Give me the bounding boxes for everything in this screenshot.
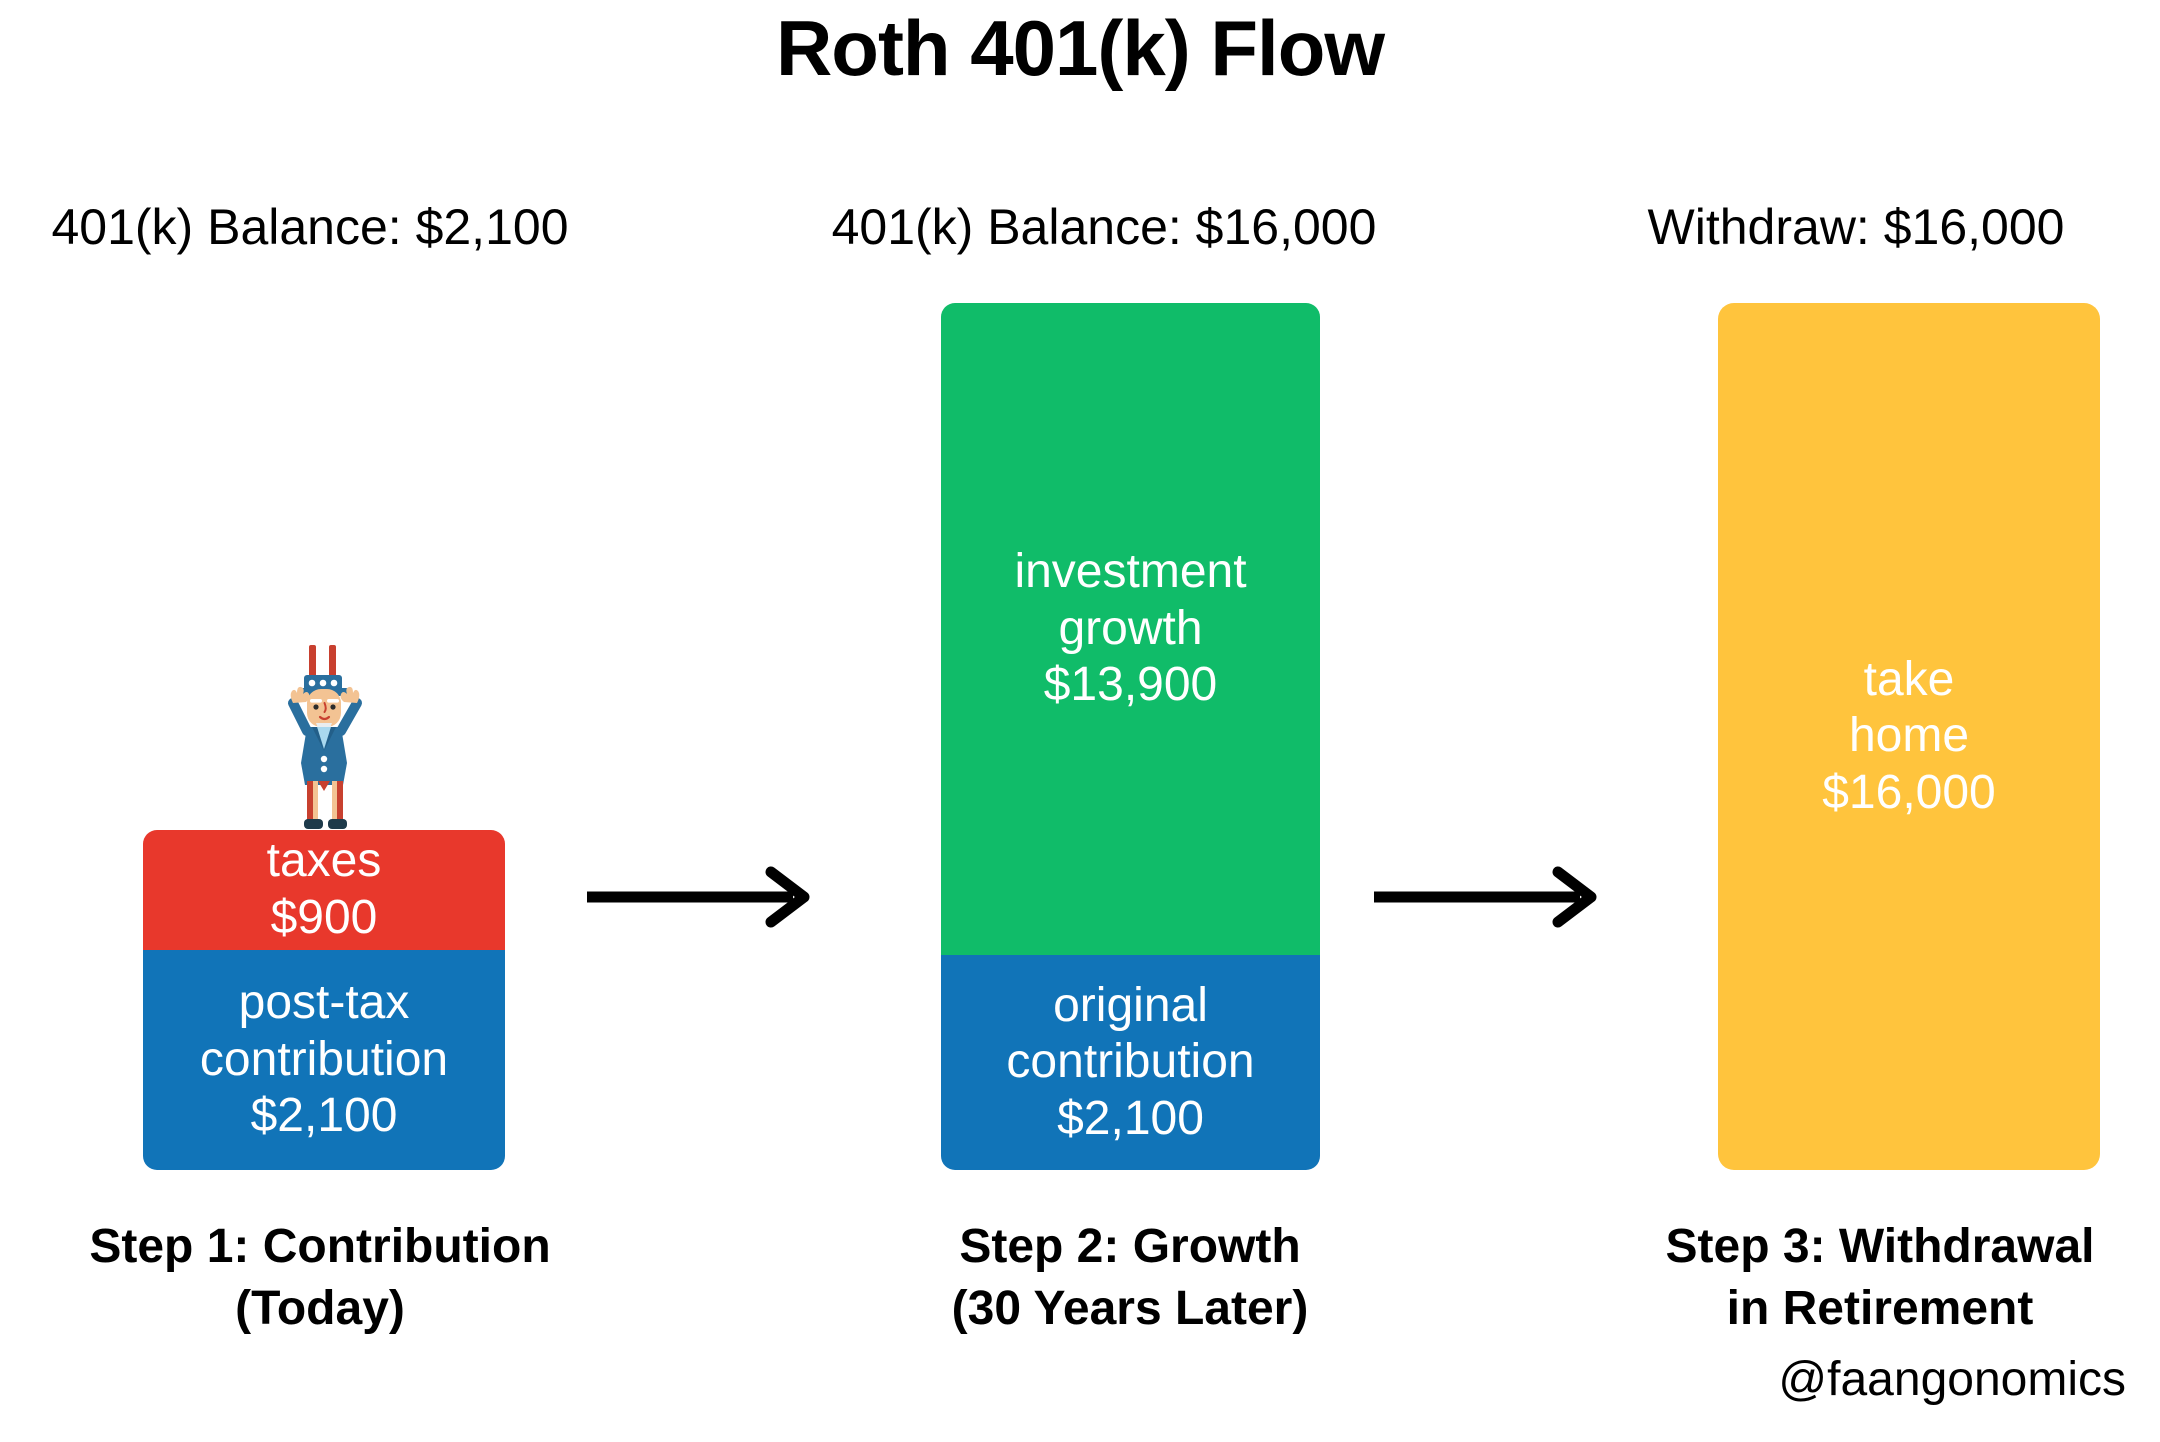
step-label-1: Step 1: Contribution (Today) bbox=[89, 1220, 551, 1336]
bar-segment-post-tax-contribution-label: post-tax contribution $2,100 bbox=[199, 976, 449, 1143]
uncle-sam-icon bbox=[288, 645, 362, 829]
column-caption-3: Withdraw: $16,000 bbox=[1647, 199, 2065, 255]
bar-segment-investment-growth-label: investment growth $13,900 bbox=[1014, 545, 1247, 712]
bar-segment-original-contribution-label: original contribution $2,100 bbox=[1006, 978, 1255, 1145]
author-handle: @faangonomics bbox=[1778, 1353, 2126, 1406]
page-title: Roth 401(k) Flow bbox=[775, 4, 1385, 92]
step-label-2: Step 2: Growth (30 Years Later) bbox=[951, 1220, 1309, 1336]
column-caption-1: 401(k) Balance: $2,100 bbox=[51, 199, 569, 255]
bar-segment-original-contribution: original contribution $2,100 bbox=[941, 955, 1320, 1170]
bar-segment-take-home-label: take home $16,000 bbox=[1822, 652, 1996, 819]
flow-arrow-1-icon bbox=[587, 866, 810, 928]
flow-arrow-2-icon bbox=[1374, 866, 1597, 928]
bar-segment-taxes: taxes $900 bbox=[143, 830, 505, 950]
bar-column-withdrawal: take home $16,000 bbox=[1718, 303, 2100, 1170]
bar-segment-post-tax-contribution: post-tax contribution $2,100 bbox=[143, 950, 505, 1170]
column-caption-2: 401(k) Balance: $16,000 bbox=[831, 199, 1377, 255]
bar-segment-investment-growth: investment growth $13,900 bbox=[941, 303, 1320, 955]
bar-segment-taxes-label: taxes $900 bbox=[266, 834, 382, 944]
step-label-3: Step 3: Withdrawal in Retirement bbox=[1665, 1220, 2095, 1336]
bar-segment-take-home: take home $16,000 bbox=[1718, 303, 2100, 1170]
bar-column-growth: investment growth $13,900 original contr… bbox=[941, 303, 1320, 1170]
bar-column-contribution: taxes $900 post-tax contribution $2,100 bbox=[143, 830, 505, 1170]
